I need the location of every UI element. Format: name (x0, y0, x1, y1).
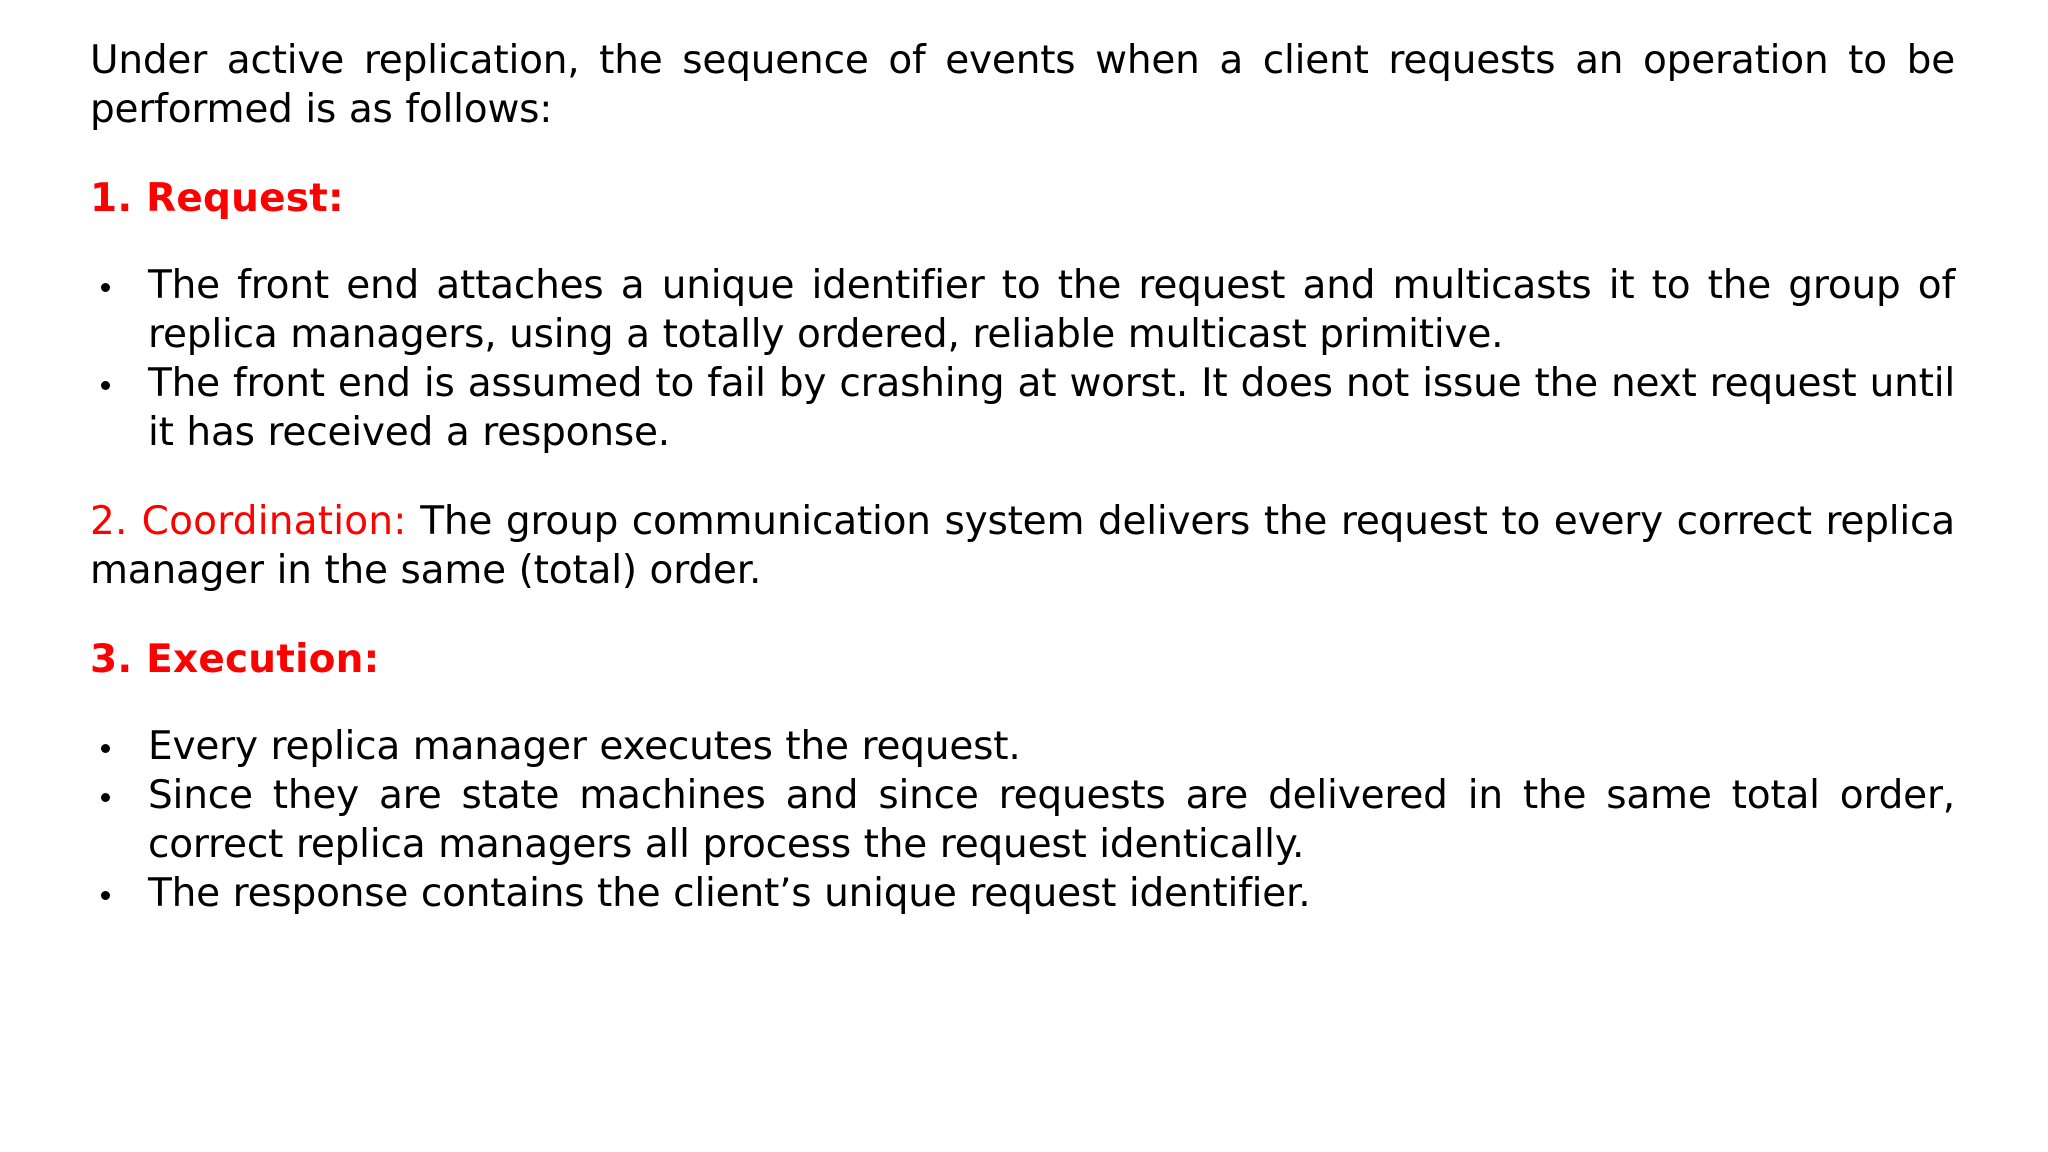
list-item: Since they are state machines and since … (90, 771, 1955, 869)
section-body-coordination: The group communication system delivers … (90, 499, 1955, 593)
bullet-dot-icon (101, 744, 110, 753)
list-item-text: The response contains the client’s uniqu… (148, 871, 1311, 916)
list-item: Every replica manager executes the reque… (90, 722, 1955, 771)
list-item-text: Every replica manager executes the reque… (148, 724, 1021, 769)
list-item: The front end is assumed to fail by cras… (90, 359, 1955, 457)
list-item: The response contains the client’s uniqu… (90, 869, 1955, 918)
section-heading-request: 1. Request: (90, 176, 344, 221)
bullet-list-execution: Every replica manager executes the reque… (90, 722, 1955, 918)
bullet-dot-icon (101, 381, 110, 390)
list-item: The front end attaches a unique identifi… (90, 261, 1955, 359)
section-paragraph-coordination: 2. Coordination: The group communication… (90, 497, 1955, 595)
section-heading-coordination: 2. Coordination: (90, 499, 407, 544)
list-item-text: Since they are state machines and since … (148, 773, 1955, 867)
list-item-text: The front end attaches a unique identifi… (148, 263, 1955, 357)
bullet-dot-icon (101, 891, 110, 900)
bullet-dot-icon (101, 283, 110, 292)
list-item-text: The front end is assumed to fail by cras… (148, 361, 1955, 455)
bullet-dot-icon (101, 793, 110, 802)
bullet-list-request: The front end attaches a unique identifi… (90, 261, 1955, 457)
intro-paragraph: Under active replication, the sequence o… (90, 38, 1955, 132)
section-heading-execution: 3. Execution: (90, 637, 380, 682)
